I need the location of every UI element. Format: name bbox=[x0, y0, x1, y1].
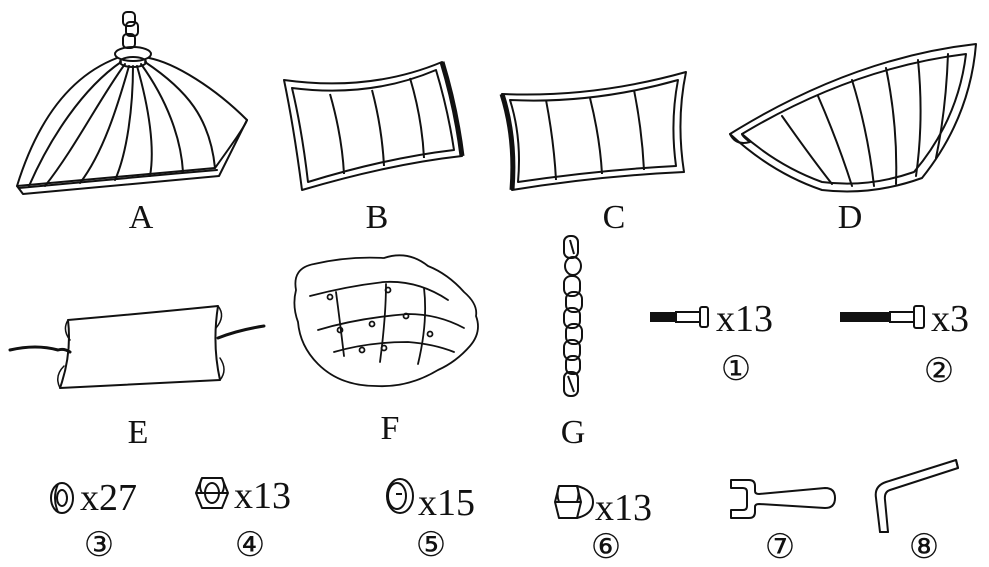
hanging-chain-icon bbox=[552, 234, 592, 400]
long-bolt-icon bbox=[840, 304, 930, 330]
seat-cushion-icon bbox=[288, 252, 490, 394]
bowl-seat-frame-icon bbox=[722, 38, 984, 198]
part-label-c: C bbox=[602, 199, 626, 236]
hardware-number-7: ⑦ bbox=[764, 527, 796, 567]
part-label-d: D bbox=[837, 199, 863, 236]
part-label-b: B bbox=[365, 199, 389, 236]
curved-side-panel-right-icon bbox=[498, 68, 698, 193]
hardware-number-6: ⑥ bbox=[590, 527, 622, 567]
part-label-a: A bbox=[128, 199, 154, 236]
part-label-f: F bbox=[380, 410, 400, 447]
hex-nut-icon bbox=[194, 474, 230, 512]
hardware-number-8: ⑧ bbox=[908, 527, 940, 567]
quantity-3: x27 bbox=[80, 477, 137, 519]
cap-nut-icon bbox=[553, 482, 595, 522]
quantity-2: x3 bbox=[931, 298, 969, 340]
wrench-icon bbox=[727, 474, 839, 524]
quantity-6: x13 bbox=[595, 487, 652, 529]
quantity-1: x13 bbox=[716, 298, 773, 340]
rain-cover-bag-icon bbox=[8, 300, 266, 392]
hardware-number-1: ① bbox=[720, 349, 752, 389]
curved-side-panel-left-icon bbox=[280, 58, 472, 193]
quantity-4: x13 bbox=[234, 475, 291, 517]
hardware-number-2: ② bbox=[923, 351, 955, 391]
flat-washer-icon bbox=[48, 480, 76, 516]
spring-washer-icon bbox=[382, 476, 416, 516]
quantity-5: x15 bbox=[418, 482, 475, 524]
hanging-chair-top-frame-icon bbox=[5, 8, 255, 198]
hardware-number-5: ⑤ bbox=[415, 525, 447, 565]
part-label-g: G bbox=[560, 414, 586, 451]
allen-key-icon bbox=[866, 456, 962, 538]
hardware-number-3: ③ bbox=[83, 525, 115, 565]
hardware-number-4: ④ bbox=[234, 525, 266, 565]
part-label-e: E bbox=[127, 414, 149, 451]
short-bolt-icon bbox=[650, 305, 714, 329]
